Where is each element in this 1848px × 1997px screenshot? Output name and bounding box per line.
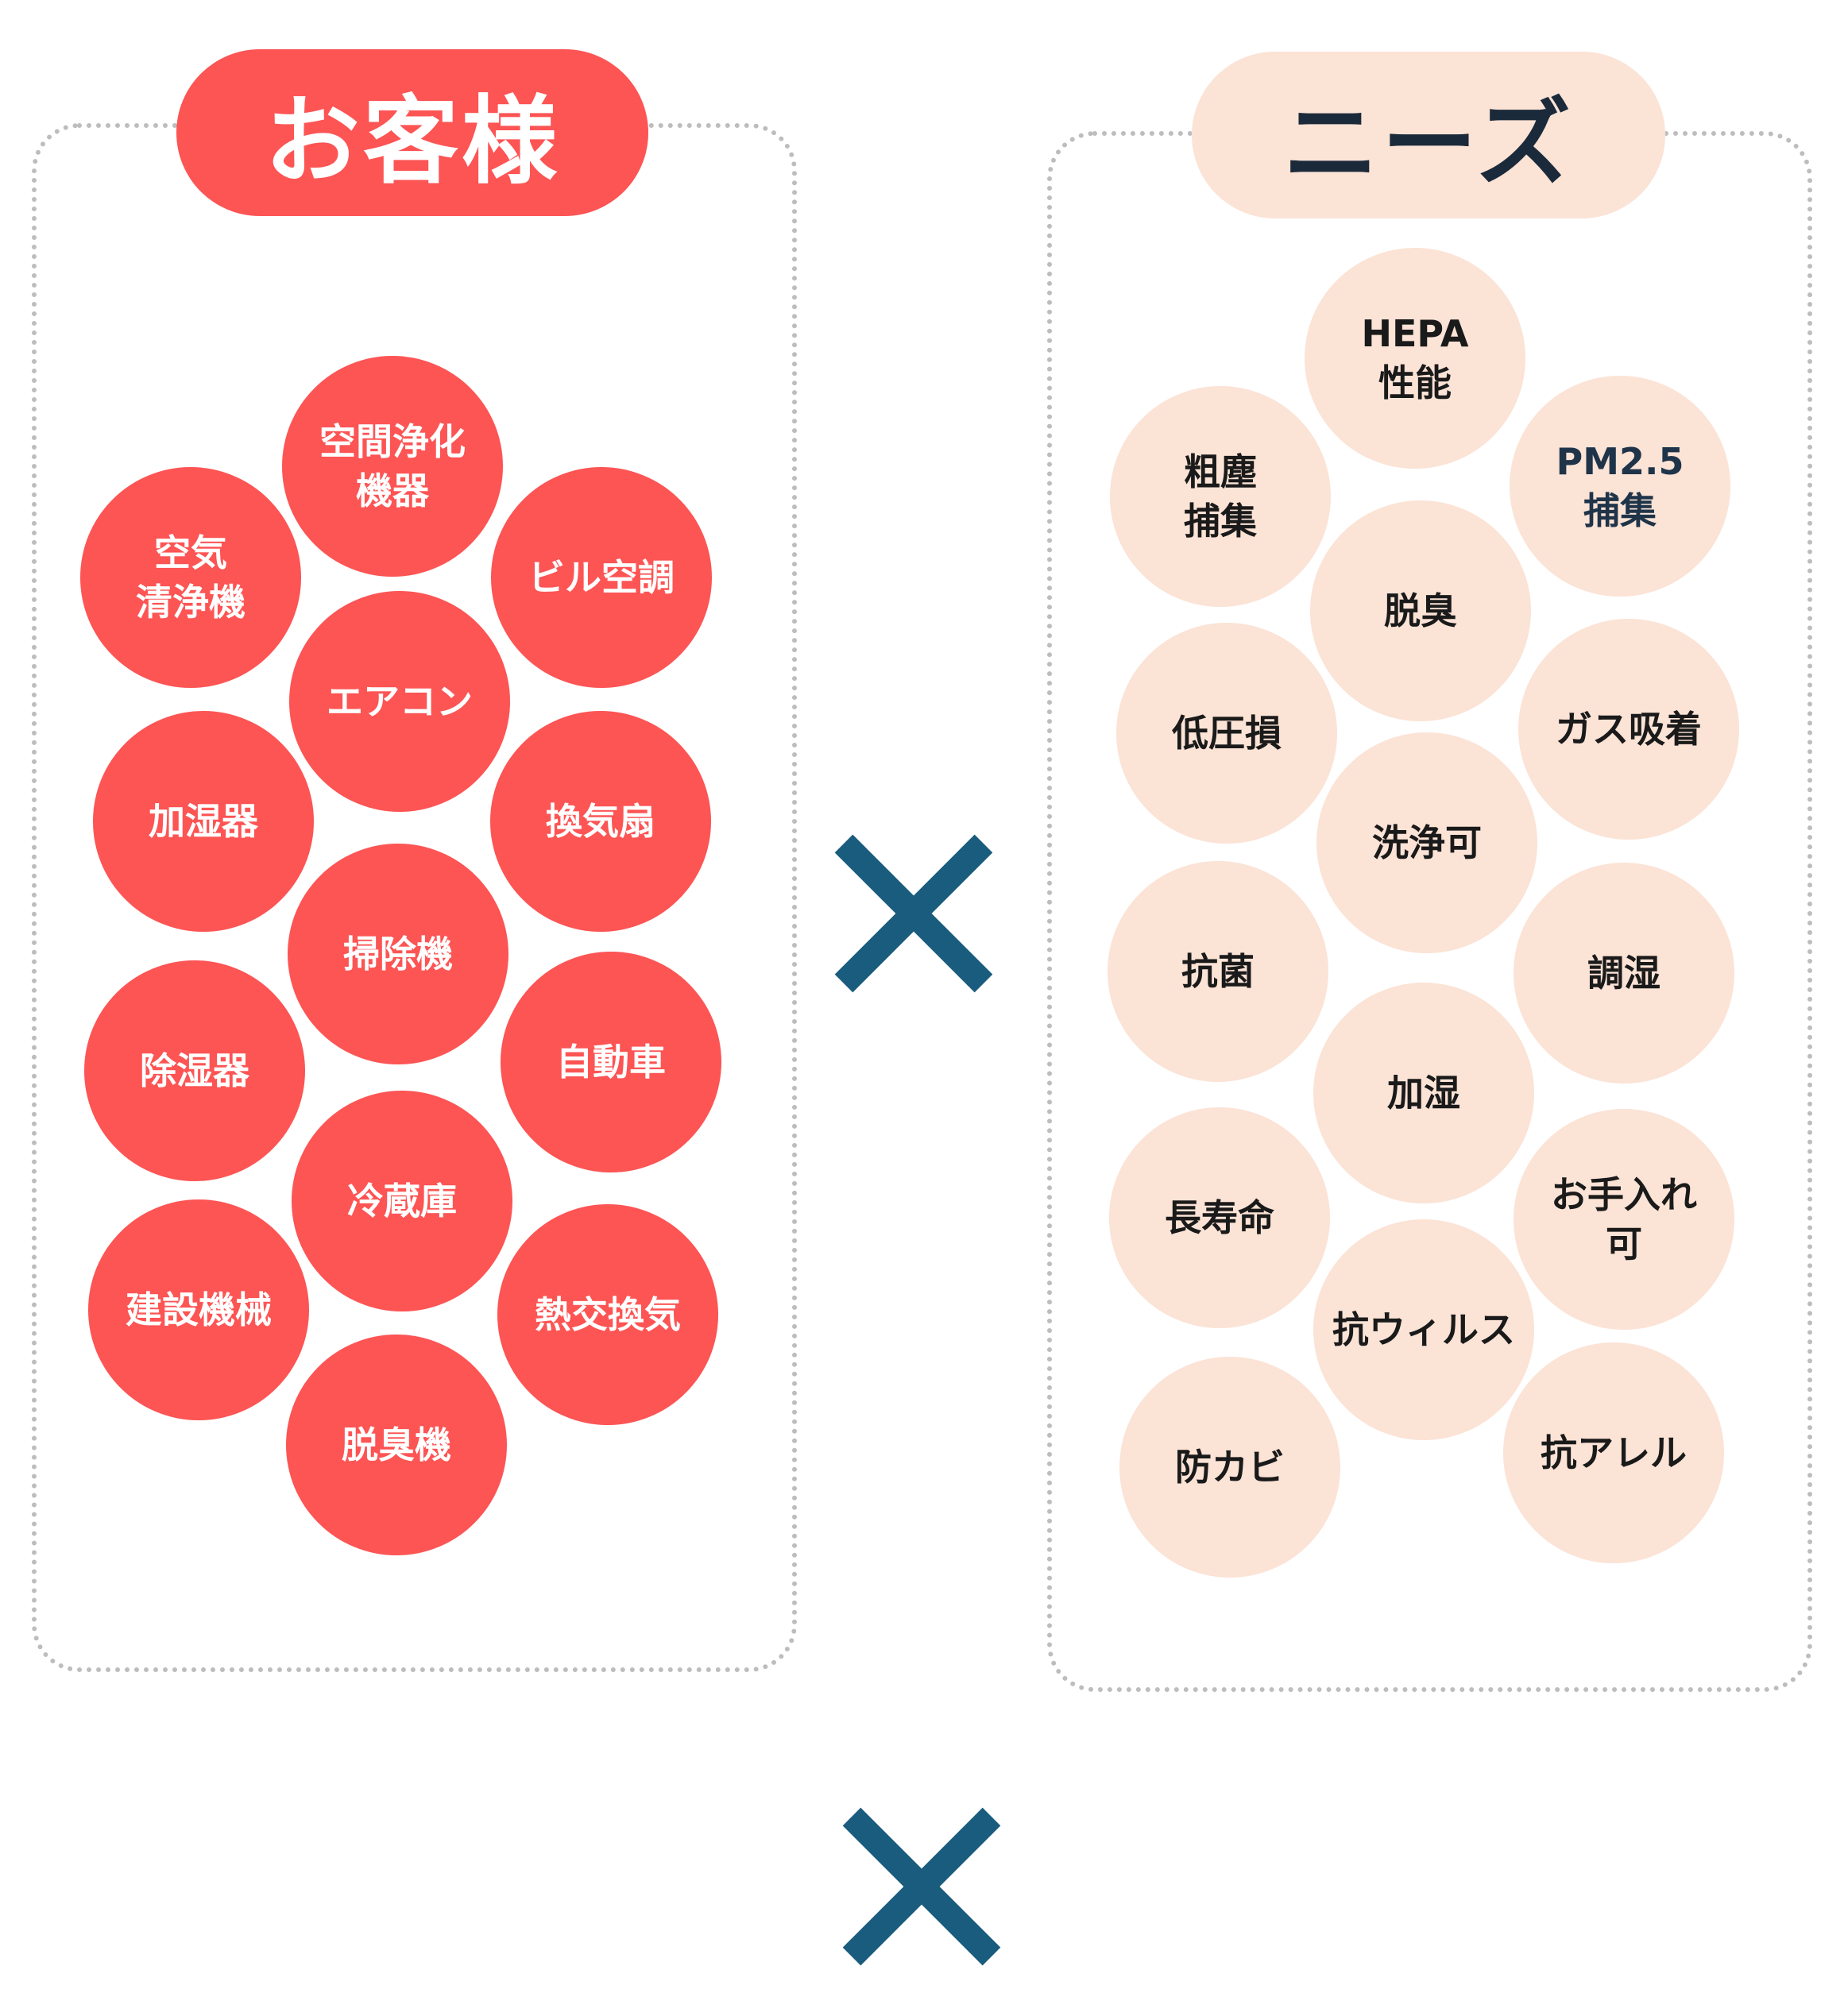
customer-item: 除湿器 (84, 960, 305, 1181)
customer-item: エアコン (289, 591, 510, 812)
customer-item: 掃除機 (288, 844, 508, 1064)
customer-item: 脱臭機 (286, 1335, 507, 1555)
customers-title: お客様 (176, 49, 648, 216)
customer-item: 空間浄化 機器 (282, 356, 503, 577)
need-item: 粗塵 捕集 (1110, 386, 1331, 607)
customer-item: ビル空調 (491, 467, 712, 688)
need-item: 低圧損 (1116, 623, 1337, 844)
need-item: 脱臭 (1310, 500, 1531, 721)
customer-item: 換気扇 (490, 711, 711, 932)
customer-item: 冷蔵庫 (292, 1091, 512, 1311)
need-item: 抗ウィルス (1313, 1219, 1534, 1440)
customer-item: 自動車 (501, 952, 721, 1172)
need-item: 長寿命 (1109, 1107, 1330, 1328)
need-item: HEPA 性能 (1305, 248, 1525, 469)
need-item: 加湿 (1313, 983, 1534, 1203)
need-item: 抗菌 (1108, 861, 1328, 1082)
multiply-icon (842, 1807, 1001, 1966)
need-item: 抗アレル (1503, 1342, 1724, 1563)
customer-item: 空気 清浄機 (80, 467, 301, 688)
customer-item: 建設機械 (88, 1199, 309, 1420)
need-item: ガス吸着 (1518, 619, 1739, 840)
need-item: お手入れ 可 (1514, 1109, 1734, 1330)
customer-item: 熱交換気 (497, 1204, 718, 1425)
need-item: PM2.5 捕集 (1510, 376, 1730, 597)
needs-title: ニーズ (1192, 52, 1665, 218)
multiply-icon (834, 834, 993, 993)
customer-item: 加湿器 (93, 711, 314, 932)
need-item: 防カビ (1119, 1357, 1340, 1578)
need-item: 調湿 (1514, 863, 1734, 1083)
need-item: 洗浄可 (1316, 732, 1537, 953)
